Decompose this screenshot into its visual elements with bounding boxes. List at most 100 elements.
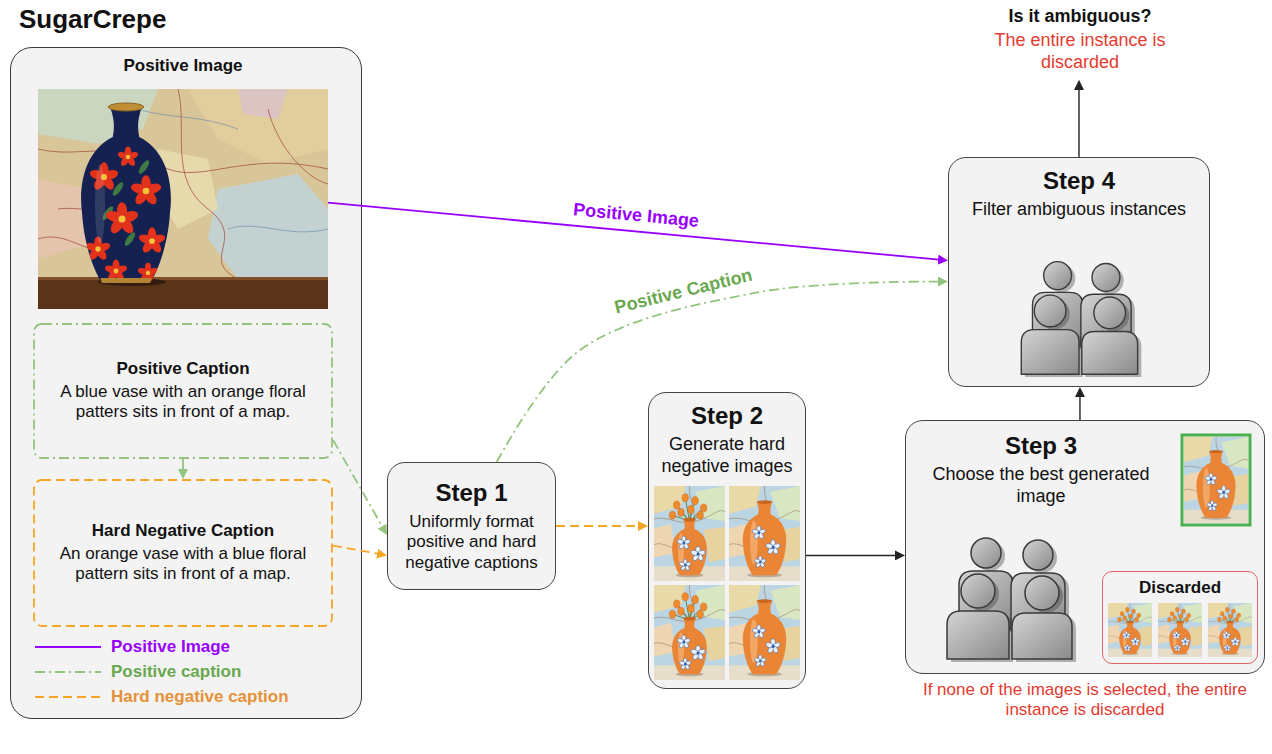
- generated-image-part: [1108, 624, 1121, 643]
- generated-image-part: [750, 521, 758, 565]
- generated-image-part: [1122, 630, 1140, 651]
- generated-image: [1108, 603, 1152, 657]
- generated-image-part: [1230, 639, 1235, 643]
- generated-image-part: [1217, 486, 1231, 500]
- vase-photo-part: [38, 277, 328, 280]
- generated-image-part: [678, 508, 684, 516]
- vase-photo-part: [117, 150, 129, 159]
- generated-image-part: [679, 661, 686, 667]
- generated-image-part: [654, 486, 725, 581]
- people-icon-part: [1092, 264, 1120, 292]
- generated-image-part: [1173, 644, 1181, 651]
- generated-image-part: [1180, 637, 1190, 646]
- generated-image-part: [692, 596, 698, 604]
- vase-photo-part: [108, 103, 144, 111]
- question-label: Is it ambiguous?: [1008, 6, 1151, 28]
- generated-image-part: [684, 564, 686, 567]
- generated-image-part: [1167, 617, 1171, 622]
- vase-photo-part: [81, 107, 171, 283]
- generated-image-part: [1125, 607, 1129, 612]
- generated-image-part: [1158, 603, 1202, 657]
- generated-image-part: [1129, 614, 1133, 619]
- generated-image-part: [1223, 646, 1227, 649]
- generated-image-part: [1184, 437, 1213, 462]
- generated-image-part: [690, 649, 699, 656]
- generated-image-part: [729, 486, 800, 581]
- people-icon-part: [1034, 295, 1066, 327]
- node-heading: SugarCrepe: [19, 4, 166, 36]
- connector-arrow: [333, 546, 381, 555]
- vase-photo-part: [104, 202, 139, 235]
- generated-image-part: [1223, 615, 1227, 620]
- generated-image-part: [1173, 615, 1177, 620]
- generated-image: [729, 585, 800, 680]
- generated-image: [654, 486, 725, 581]
- vase-photo-part: [130, 175, 163, 206]
- generated-image-part: [672, 619, 707, 675]
- vase-photo-part: [38, 89, 158, 144]
- edge-label: Positive Image: [570, 199, 703, 233]
- generated-image-part: [696, 553, 699, 556]
- generated-image-part: [757, 599, 772, 603]
- generated-image-part: [1117, 617, 1121, 622]
- positive-image-panel: Positive Image: [38, 56, 328, 318]
- generated-image-part: [677, 534, 706, 572]
- generated-image-part: [669, 511, 675, 519]
- generated-image-part: [1208, 624, 1221, 643]
- generated-image-part: [757, 630, 760, 633]
- generated-image-part: [1184, 437, 1248, 523]
- generated-image-part: [752, 628, 760, 634]
- vase-photo-part: [138, 109, 238, 129]
- generated-image-part: [1122, 633, 1127, 637]
- vase-photo-part: [100, 278, 151, 283]
- vase-photo-part: [38, 89, 328, 309]
- generated-image-part: [692, 497, 698, 505]
- generated-image-part: [729, 585, 800, 680]
- generated-image-part: [752, 529, 760, 535]
- generated-image-part: [765, 543, 774, 550]
- generated-image-part: [683, 617, 695, 621]
- step-box: Step 4Filter ambiguous instances: [948, 157, 1210, 387]
- node-body: Uniformly format positive and hard negat…: [398, 512, 545, 574]
- vase-photo-part: [118, 215, 125, 222]
- vase-photo-part: [85, 146, 166, 283]
- legend-line-sample: [33, 690, 103, 704]
- connector-arrow: [497, 282, 942, 462]
- generated-image-part: [1211, 505, 1213, 507]
- generated-image-part: [704, 626, 725, 661]
- node-heading: Step 1: [435, 478, 507, 507]
- generated-image-part: [1234, 641, 1236, 643]
- generated-image-part: [690, 550, 699, 557]
- generated-image-part: [654, 585, 725, 680]
- legend-row: Hard negative caption: [33, 684, 289, 709]
- vase-photo-part: [95, 164, 105, 244]
- edge-label: Positive Caption: [610, 264, 758, 320]
- generated-image-part: [679, 559, 691, 571]
- step-box: Step 1 Uniformly format positive and hard…: [387, 462, 556, 590]
- generated-image-part: [754, 558, 761, 564]
- generated-image-part: [759, 561, 761, 564]
- generated-image-part: [1207, 502, 1213, 507]
- generated-image-part: [757, 500, 772, 504]
- node-heading: Discarded: [1139, 578, 1221, 599]
- generated-image-part: [701, 603, 707, 611]
- generated-image-part: [1182, 609, 1186, 614]
- generated-image-part: [1237, 613, 1241, 618]
- vase-photo-part: [146, 271, 150, 275]
- generated-image: [1158, 603, 1202, 657]
- vase-photo-part: [137, 158, 151, 175]
- generated-image-part: [1127, 647, 1129, 648]
- generated-image-part: [1134, 641, 1136, 643]
- generated-image-part: [674, 600, 680, 608]
- generated-image-part: [1227, 647, 1229, 648]
- people-icon-part: [1044, 262, 1072, 290]
- generated-image-part: [1172, 631, 1181, 639]
- generated-image-part: [1176, 634, 1178, 636]
- legend-line-sample-part: [35, 696, 101, 698]
- node-heading: Hard Negative Caption: [92, 521, 274, 542]
- generated-image-part: [677, 635, 691, 649]
- generated-image-part: [752, 625, 766, 639]
- outcome-note: If none of the images is selected, the e…: [920, 680, 1250, 721]
- vase-photo-part: [114, 268, 119, 273]
